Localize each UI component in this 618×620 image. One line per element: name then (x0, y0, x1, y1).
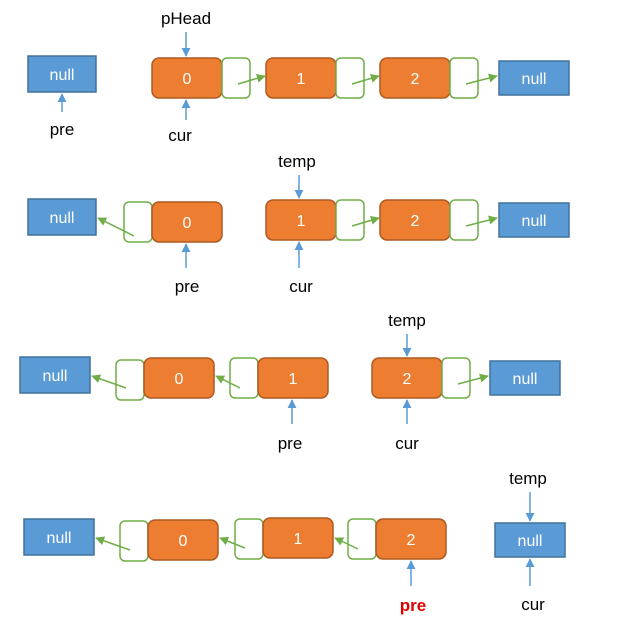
node-2-next-pointer (449, 199, 479, 241)
reversed-next-arrow (95, 536, 131, 551)
null-box (489, 360, 561, 396)
node-0-next-pointer (119, 520, 149, 562)
pointer-label-cur: cur (395, 434, 419, 453)
pointer-label-pre: pre (50, 120, 75, 139)
node-1 (262, 517, 334, 559)
next-arrow (351, 215, 380, 227)
node-1-label: 1 (297, 71, 306, 88)
pointer-label-temp: temp (388, 311, 426, 330)
node-1-label: 1 (294, 531, 303, 548)
node-0 (143, 357, 215, 399)
node-2-next-pointer (441, 357, 471, 399)
next-arrow (237, 73, 266, 85)
pointer-label-temp: temp (509, 469, 547, 488)
next-arrow (465, 215, 498, 227)
reversed-next-arrow (334, 537, 359, 550)
node-1 (257, 357, 329, 399)
null-label: null (50, 67, 75, 84)
node-1-next-pointer (335, 199, 365, 241)
node-0-label: 0 (183, 71, 192, 88)
null-box (23, 518, 95, 556)
null-label: null (50, 210, 75, 227)
pointer-label-cur: cur (521, 595, 545, 614)
next-arrow (465, 73, 498, 85)
pointer-label-pre: pre (175, 277, 200, 296)
node-1-label: 1 (297, 213, 306, 230)
null-box (19, 356, 91, 394)
node-1-label: 1 (289, 371, 298, 388)
null-box (27, 198, 97, 236)
node-2-next-pointer (449, 57, 479, 99)
pointer-label-pre-highlight: pre (400, 596, 426, 615)
step-4: null 0 1 2 null temp pre cur (23, 469, 566, 615)
null-label: null (43, 368, 68, 385)
null-label: null (522, 71, 547, 88)
node-1-next-pointer (229, 357, 259, 399)
pointer-label-temp: temp (278, 152, 316, 171)
node-2-label: 2 (403, 371, 412, 388)
node-1-next-pointer (335, 57, 365, 99)
node-0-label: 0 (183, 215, 192, 232)
node-0 (147, 519, 219, 561)
node-2-label: 2 (407, 532, 416, 549)
next-arrow (457, 373, 489, 385)
null-label: null (522, 213, 547, 230)
node-0-next-pointer (123, 201, 153, 243)
reversed-next-arrow (219, 536, 246, 549)
null-box (27, 55, 97, 93)
pointer-label-cur: cur (289, 277, 313, 296)
pointer-label-pre: pre (278, 434, 303, 453)
node-0 (151, 201, 223, 243)
reversed-next-arrow (215, 375, 241, 389)
reversed-next-arrow (97, 217, 135, 237)
pointer-label-cur: cur (168, 126, 192, 145)
node-2-label: 2 (411, 213, 420, 230)
node-2-label: 2 (411, 71, 420, 88)
step-1: null 0 1 2 null pHead pre cur (27, 9, 570, 145)
pointer-label-phead: pHead (161, 9, 211, 28)
node-0-next-pointer (115, 359, 145, 401)
null-box (498, 202, 570, 238)
step-2: null 0 1 2 null temp pre cur (27, 152, 570, 296)
step-3: null 0 1 2 null temp pre cur (19, 311, 561, 453)
null-box (494, 522, 566, 558)
node-2-next-pointer (347, 518, 377, 560)
null-label: null (47, 530, 72, 547)
node-1-next-pointer (234, 518, 264, 560)
null-label: null (518, 533, 543, 550)
node-0-label: 0 (179, 533, 188, 550)
reversed-next-arrow (91, 374, 127, 389)
next-arrow (351, 73, 380, 85)
node-2 (375, 518, 447, 560)
null-label: null (513, 371, 538, 388)
node-0-label: 0 (175, 371, 184, 388)
node-0-next-pointer (221, 57, 251, 99)
null-box (498, 60, 570, 96)
